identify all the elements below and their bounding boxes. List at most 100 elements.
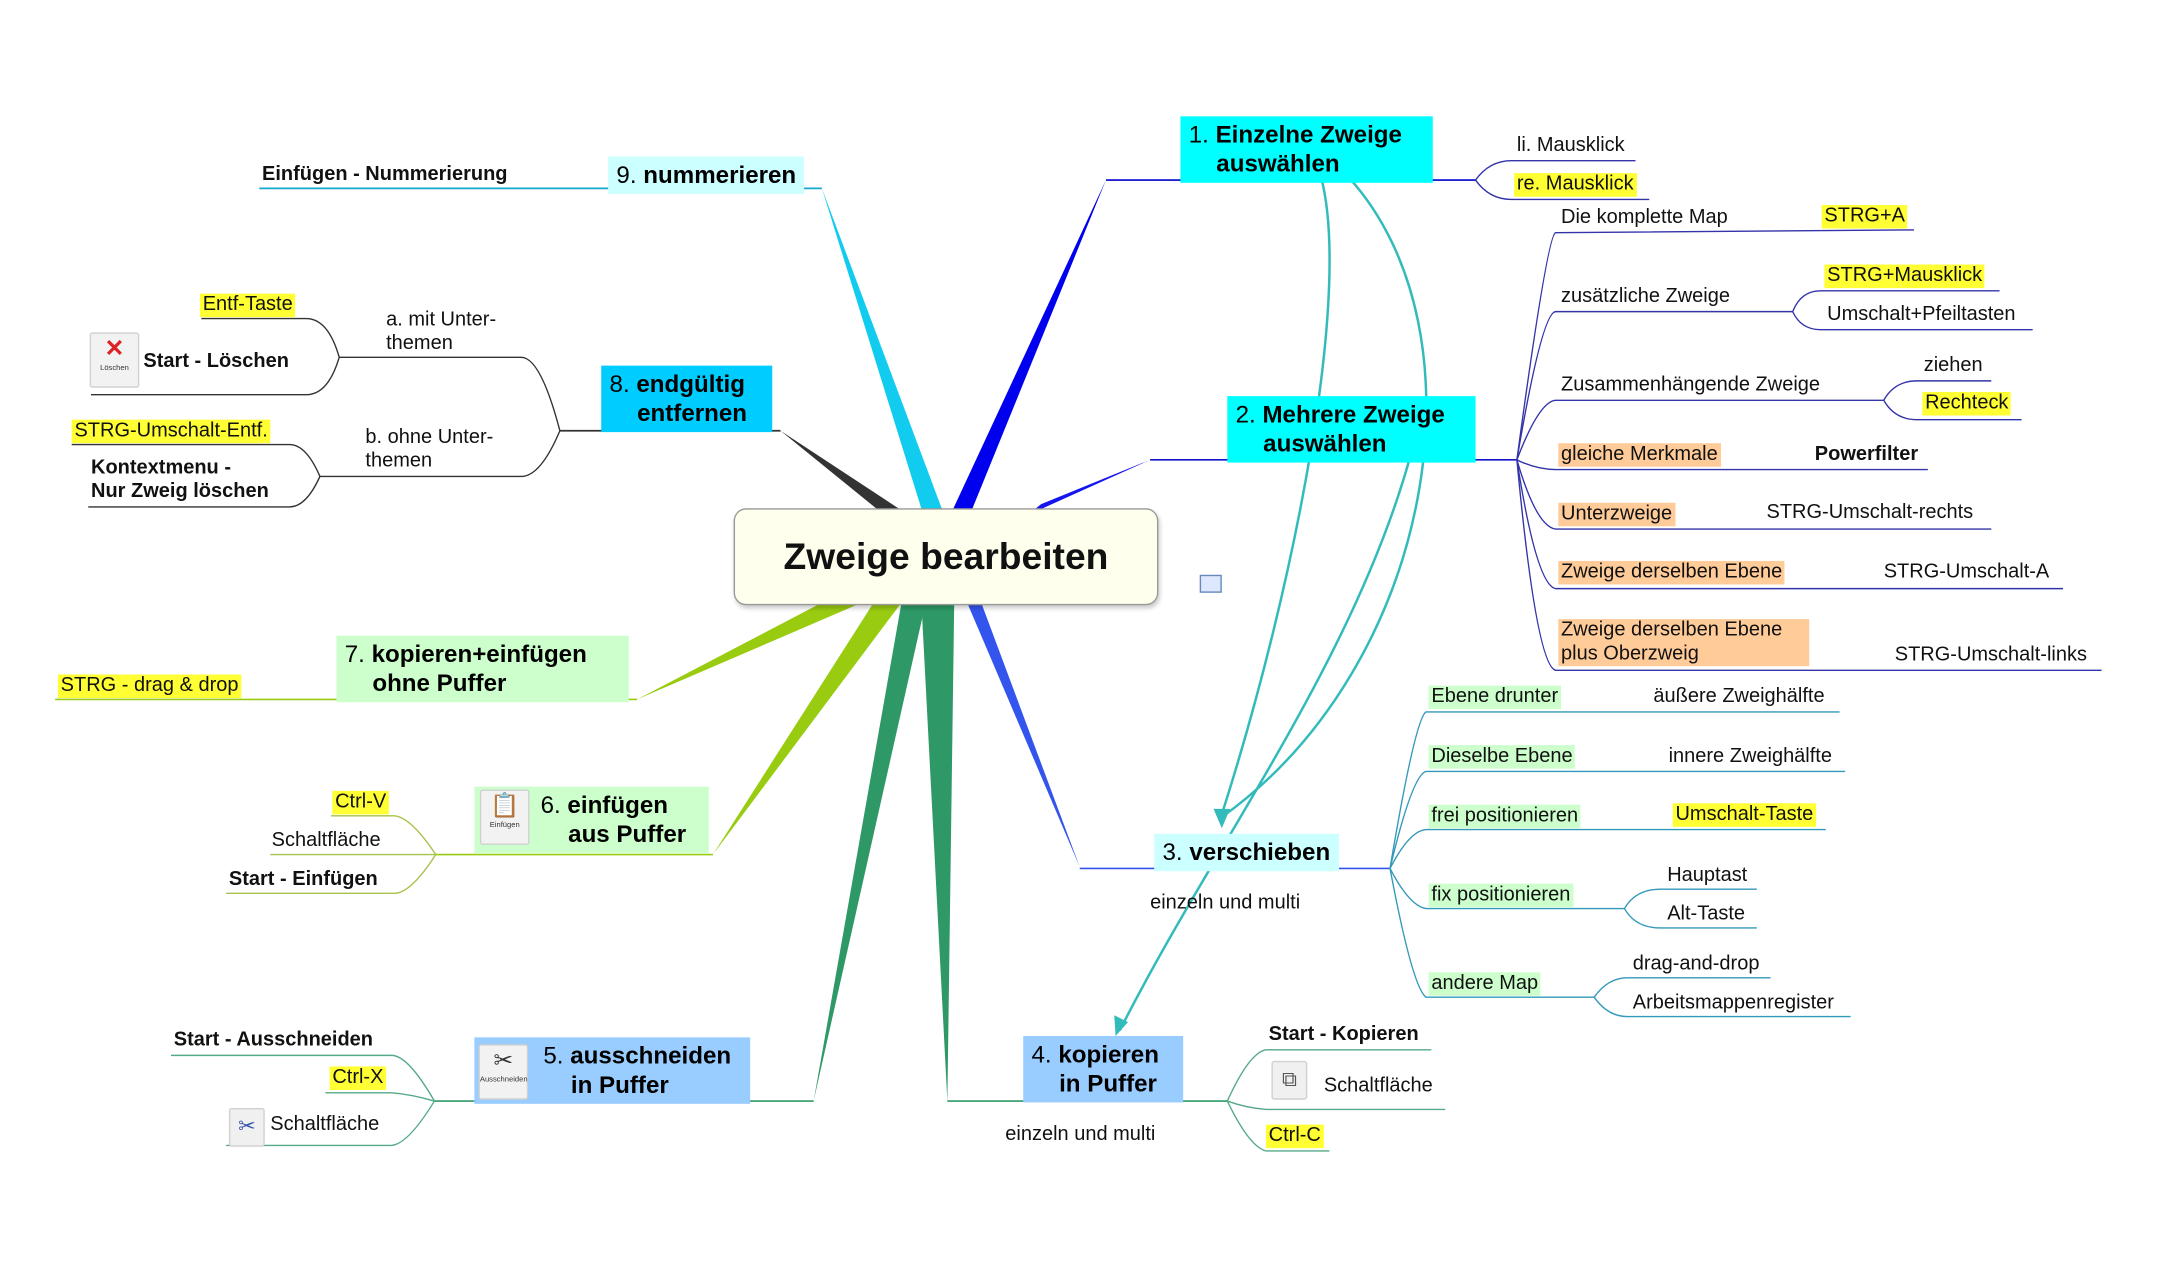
branch-1-stem — [951, 180, 1106, 513]
b3-other-map-val1[interactable]: drag-and-drop — [1632, 952, 1760, 976]
branch-3-label: verschieben — [1189, 837, 1331, 866]
b3-same-level-val[interactable]: innere Zweighälfte — [1668, 745, 1833, 768]
branch-5-label: ausschneiden — [570, 1041, 732, 1070]
branch-2-topic[interactable]: 2. Mehrere Zweige auswählen — [1227, 396, 1476, 463]
b8-start-delete[interactable]: Start - Löschen — [143, 350, 289, 373]
branch-6-number: 6. — [540, 790, 561, 819]
branch-8-label-2: entfernen — [637, 398, 748, 427]
branch-4-topic[interactable]: 4. kopieren in Puffer — [1023, 1035, 1184, 1103]
branch-7-topic[interactable]: 7. kopieren+einfügen ohne Puffer — [336, 635, 629, 703]
b3-level-below[interactable]: Ebene drunter — [1428, 685, 1561, 710]
branch-8-label: endgültig — [636, 369, 745, 398]
central-topic-label: Zweige bearbeiten — [783, 535, 1109, 577]
branch-2-number: 2. — [1235, 400, 1256, 428]
b3-free-position-val[interactable]: Umschalt-Taste — [1672, 803, 1817, 827]
branch-1-label: Einzelne Zweige — [1215, 120, 1402, 149]
b8-strg-shift-del[interactable]: STRG-Umschalt-Entf. — [71, 419, 271, 444]
b5-start-cut[interactable]: Start - Ausschneiden — [173, 1029, 374, 1052]
delete-icon-label: Löschen — [100, 364, 129, 373]
b8-context-menu-line2: Nur Zweig löschen — [91, 480, 269, 503]
branch-4-number: 4. — [1031, 1040, 1052, 1068]
b3-level-below-val[interactable]: äußere Zweighälfte — [1653, 685, 1825, 708]
b2-contiguous-key1[interactable]: ziehen — [1923, 354, 1983, 377]
b2-complete-map[interactable]: Die komplette Map — [1561, 206, 1728, 229]
b8-without-subtopics-line1: b. ohne Unter- — [365, 426, 494, 449]
branch-3-topic[interactable]: 3. verschieben — [1154, 833, 1339, 872]
b5-cut-button[interactable]: Schaltfläche — [270, 1113, 380, 1136]
b2-subtopics-key[interactable]: STRG-Umschalt-rechts — [1766, 501, 1974, 524]
b1-left-click[interactable]: li. Mausklick — [1516, 134, 1625, 157]
b2-same-level-parent-line2: plus Oberzweig — [1561, 642, 1699, 665]
b3-same-level[interactable]: Dieselbe Ebene — [1428, 745, 1576, 769]
b6-start-paste[interactable]: Start - Einfügen — [228, 868, 378, 891]
delete-x-icon[interactable]: ✕Löschen — [89, 332, 140, 388]
b8-with-subtopics-line1: a. mit Unter- — [386, 308, 497, 332]
b4-copy-button[interactable]: Schaltfläche — [1323, 1074, 1433, 1097]
b2-same-level-parent-line1: Zweige derselben Ebene — [1561, 619, 1783, 642]
copy-icon[interactable]: ⧉ — [1271, 1060, 1308, 1100]
cut-scissors-icon[interactable]: ✂Ausschneiden — [478, 1044, 529, 1100]
b1-right-click[interactable]: re. Mausklick — [1514, 173, 1637, 197]
b8-delete-key[interactable]: Entf-Taste — [199, 293, 296, 318]
branch-4-label: kopieren — [1058, 1040, 1159, 1068]
relation-arrowhead-b3 — [1213, 808, 1231, 829]
b5-ctrl-x[interactable]: Ctrl-X — [329, 1066, 387, 1090]
branch-7-number: 7. — [344, 639, 365, 668]
b2-same-level-parent[interactable]: Zweige derselben Ebene plus Oberzweig — [1558, 619, 1810, 667]
branch-5-stem — [813, 592, 927, 1102]
branch-8-number: 8. — [609, 369, 630, 398]
b2-subtopics[interactable]: Unterzweige — [1558, 502, 1675, 527]
branch-3-number: 3. — [1162, 837, 1183, 866]
b2-additional[interactable]: zusätzliche Zweige — [1561, 285, 1730, 308]
b7-strg-drag-drop[interactable]: STRG - drag & drop — [57, 674, 242, 699]
b2-same-level-parent-key[interactable]: STRG-Umschalt-links — [1894, 644, 2087, 667]
b3-fixed-position-val2[interactable]: Alt-Taste — [1667, 903, 1746, 926]
b6-ctrl-v[interactable]: Ctrl-V — [332, 790, 389, 815]
b3-fixed-position-val1[interactable]: Hauptast — [1667, 864, 1748, 887]
branch-7-label-2: ohne Puffer — [372, 668, 507, 697]
b2-contiguous[interactable]: Zusammenhängende Zweige — [1561, 373, 1821, 397]
branch-9-label: nummerieren — [643, 160, 797, 189]
branch-1-topic[interactable]: 1. Einzelne Zweige auswählen — [1180, 116, 1433, 183]
b8-context-menu[interactable]: Kontextmenu - Nur Zweig löschen — [91, 457, 269, 504]
b8-with-subtopics[interactable]: a. mit Unter- themen — [386, 309, 496, 356]
branch-6-stem — [712, 588, 905, 855]
b4-start-copy[interactable]: Start - Kopieren — [1268, 1023, 1419, 1046]
branch-2-stem — [1027, 459, 1151, 516]
b9-insert-numbering[interactable]: Einfügen - Nummerierung — [262, 163, 508, 186]
branch-2-label: Mehrere Zweige — [1262, 400, 1445, 428]
b3-other-map-val2[interactable]: Arbeitsmappenregister — [1632, 991, 1834, 1014]
branch-4-note: einzeln und multi — [1005, 1123, 1156, 1146]
branch-8-topic[interactable]: 8. endgültig entfernen — [601, 365, 773, 433]
b2-contiguous-key2[interactable]: Rechteck — [1922, 391, 2012, 416]
paste-icon-label: Einfügen — [489, 821, 520, 830]
b2-additional-key2[interactable]: Umschalt+Pfeiltasten — [1827, 303, 2016, 326]
branch-8-stem — [780, 430, 901, 513]
branch-5-number: 5. — [543, 1041, 564, 1070]
b3-free-position[interactable]: frei positionieren — [1428, 804, 1581, 829]
branch-1-number: 1. — [1188, 120, 1209, 149]
branch-9-topic[interactable]: 9. nummerieren — [608, 156, 805, 194]
note-icon[interactable] — [1199, 574, 1222, 593]
branch-6-label: einfügen — [567, 790, 668, 819]
b4-ctrl-c[interactable]: Ctrl-C — [1265, 1124, 1324, 1149]
scissors-button-icon[interactable]: ✂ — [228, 1108, 265, 1147]
b8-without-subtopics[interactable]: b. ohne Unter- themen — [365, 427, 493, 474]
b2-same-level-key[interactable]: STRG-Umschalt-A — [1883, 560, 2050, 584]
b2-same-level[interactable]: Zweige derselben Ebene — [1558, 560, 1786, 585]
b3-other-map[interactable]: andere Map — [1428, 972, 1541, 996]
b3-fixed-position[interactable]: fix positionieren — [1428, 883, 1574, 908]
b8-context-menu-line1: Kontextmenu - — [91, 457, 231, 480]
b2-additional-key1[interactable]: STRG+Mausklick — [1824, 264, 1985, 289]
b6-paste-button[interactable]: Schaltfläche — [271, 829, 381, 852]
b8-without-subtopics-line2: themen — [365, 450, 433, 473]
b2-same-attributes[interactable]: gleiche Merkmale — [1558, 443, 1721, 467]
b2-complete-map-key[interactable]: STRG+A — [1821, 204, 1908, 229]
paste-icon[interactable]: 📋Einfügen — [479, 789, 530, 845]
branch-5-label-2: in Puffer — [570, 1070, 669, 1099]
central-topic[interactable]: Zweige bearbeiten — [733, 508, 1159, 606]
branch-6-label-2: aus Puffer — [568, 819, 687, 848]
b2-same-attributes-key[interactable]: Powerfilter — [1814, 443, 1919, 466]
